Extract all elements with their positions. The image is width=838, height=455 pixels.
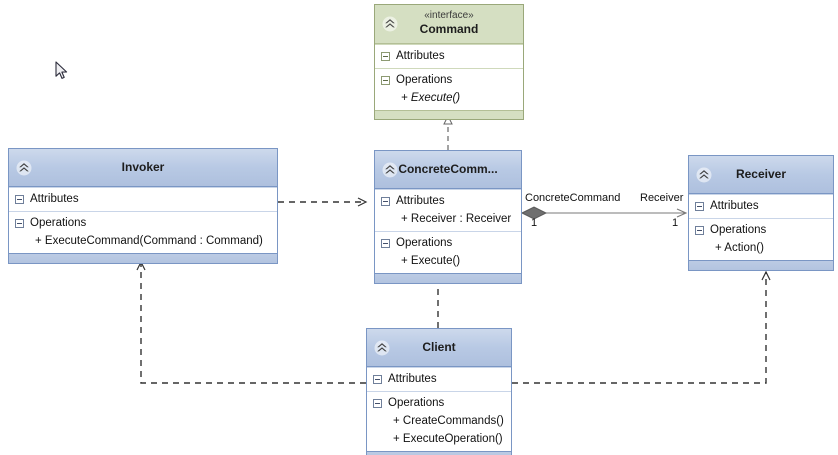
- operations-label: Operations: [710, 224, 767, 236]
- operations-label: Operations: [396, 237, 453, 249]
- edge-dependency-client-receiver: [512, 270, 771, 384]
- class-footer-command: [375, 110, 523, 119]
- class-header-concretecommand: ConcreteComm...: [375, 151, 521, 189]
- class-footer-concretecommand: [375, 273, 521, 283]
- attributes-section-header[interactable]: Attributes: [375, 47, 523, 65]
- collapse-minus-icon[interactable]: [381, 196, 390, 206]
- operations-section-header[interactable]: Operations: [367, 394, 511, 412]
- operations-compartment-client: Operations + CreateCommands() + ExecuteO…: [367, 391, 511, 451]
- attributes-label: Attributes: [388, 373, 437, 385]
- operations-label: Operations: [30, 217, 87, 229]
- collapse-minus-icon[interactable]: [695, 201, 704, 211]
- class-name-client: Client: [422, 340, 456, 354]
- collapse-minus-icon[interactable]: [373, 374, 382, 384]
- class-footer-invoker: [9, 253, 277, 263]
- operations-section-header[interactable]: Operations: [375, 234, 521, 252]
- operation-item[interactable]: + Execute(): [401, 255, 461, 267]
- operations-section-header[interactable]: Operations: [375, 71, 523, 89]
- association-source-role-label[interactable]: ConcreteCommand: [525, 192, 621, 204]
- association-source-multiplicity-label[interactable]: 1: [531, 217, 538, 229]
- collapse-chevron-icon[interactable]: [382, 16, 398, 32]
- class-header-client: Client: [367, 329, 511, 367]
- attributes-label: Attributes: [710, 200, 759, 212]
- class-box-invoker[interactable]: Invoker Attributes Operations + ExecuteC…: [8, 148, 278, 264]
- operations-label: Operations: [396, 74, 453, 86]
- attributes-label: Attributes: [30, 193, 79, 205]
- operations-compartment-invoker: Operations + ExecuteCommand(Command : Co…: [9, 211, 277, 253]
- class-name-receiver: Receiver: [735, 167, 787, 181]
- class-box-receiver[interactable]: Receiver Attributes Operations + Action(…: [688, 155, 834, 271]
- operations-label: Operations: [388, 397, 445, 409]
- operations-section-header[interactable]: Operations: [689, 221, 833, 239]
- operation-item[interactable]: + ExecuteOperation(): [393, 433, 503, 445]
- attributes-section-header[interactable]: Attributes: [9, 190, 277, 208]
- attributes-compartment-concretecommand: Attributes + Receiver : Receiver: [375, 189, 521, 231]
- mouse-pointer-icon: [55, 61, 69, 81]
- edge-dependency-client-invoker: [136, 260, 366, 384]
- collapse-minus-icon[interactable]: [15, 218, 24, 228]
- collapse-minus-icon[interactable]: [373, 398, 382, 408]
- collapse-chevron-icon[interactable]: [16, 160, 32, 176]
- attributes-compartment-invoker: Attributes: [9, 187, 277, 211]
- collapse-chevron-icon[interactable]: [374, 340, 390, 356]
- class-box-client[interactable]: Client Attributes Operations + CreateCom…: [366, 328, 512, 455]
- operations-compartment-receiver: Operations + Action(): [689, 218, 833, 260]
- operations-compartment-concretecommand: Operations + Execute(): [375, 231, 521, 273]
- operations-compartment-command: Operations + Execute(): [375, 68, 523, 110]
- association-target-multiplicity-label[interactable]: 1: [672, 217, 679, 229]
- class-header-command: «interface» Command: [375, 5, 523, 44]
- class-footer-client: [367, 451, 511, 455]
- class-stereotype-command: «interface»: [424, 10, 474, 21]
- class-name-invoker: Invoker: [121, 160, 165, 174]
- class-header-receiver: Receiver: [689, 156, 833, 194]
- attributes-compartment-command: Attributes: [375, 44, 523, 68]
- edge-aggregation-concretecommand-receiver: [520, 206, 688, 220]
- collapse-minus-icon[interactable]: [381, 51, 390, 61]
- collapse-minus-icon[interactable]: [381, 75, 390, 85]
- association-target-role-label[interactable]: Receiver: [640, 192, 684, 204]
- collapse-chevron-icon[interactable]: [382, 162, 398, 178]
- collapse-chevron-icon[interactable]: [696, 167, 712, 183]
- attribute-item[interactable]: + Receiver : Receiver: [401, 213, 512, 225]
- operation-item[interactable]: + ExecuteCommand(Command : Command): [35, 235, 263, 247]
- class-box-command[interactable]: «interface» Command Attributes Operation…: [374, 4, 524, 120]
- operation-item[interactable]: + Execute(): [401, 92, 461, 104]
- operations-section-header[interactable]: Operations: [9, 214, 277, 232]
- attributes-section-header[interactable]: Attributes: [375, 192, 521, 210]
- attributes-section-header[interactable]: Attributes: [689, 197, 833, 215]
- attributes-label: Attributes: [396, 50, 445, 62]
- class-name-concretecommand: ConcreteComm...: [398, 162, 498, 176]
- class-name-command: Command: [419, 22, 479, 36]
- operation-item[interactable]: + Action(): [715, 242, 764, 254]
- attributes-compartment-receiver: Attributes: [689, 194, 833, 218]
- class-box-concretecommand[interactable]: ConcreteComm... Attributes + Receiver : …: [374, 150, 522, 284]
- class-footer-receiver: [689, 260, 833, 270]
- attributes-section-header[interactable]: Attributes: [367, 370, 511, 388]
- collapse-minus-icon[interactable]: [381, 238, 390, 248]
- class-header-invoker: Invoker: [9, 149, 277, 187]
- collapse-minus-icon[interactable]: [695, 225, 704, 235]
- attributes-label: Attributes: [396, 195, 445, 207]
- operation-item[interactable]: + CreateCommands(): [393, 415, 504, 427]
- attributes-compartment-client: Attributes: [367, 367, 511, 391]
- collapse-minus-icon[interactable]: [15, 194, 24, 204]
